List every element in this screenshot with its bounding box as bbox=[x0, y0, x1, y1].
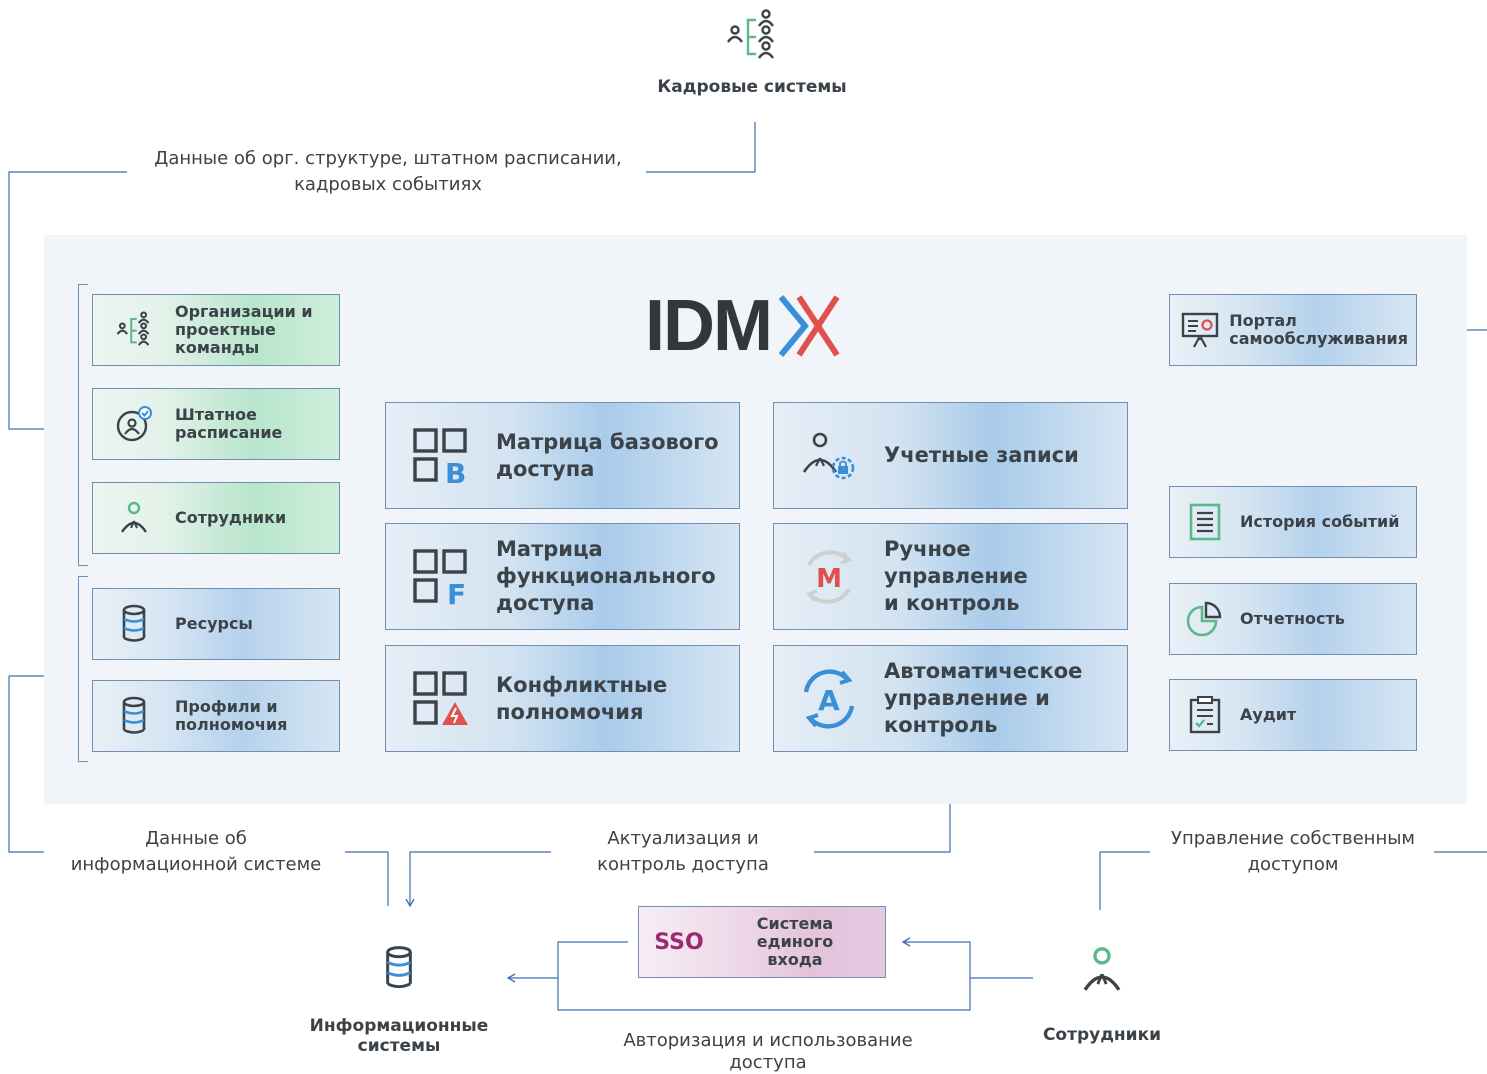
card-self-service-portal[interactable]: Портал самообслуживания bbox=[1169, 294, 1417, 366]
idm-logo: IDM bbox=[645, 290, 865, 362]
cycle-letter: A bbox=[818, 684, 840, 717]
presentation-icon bbox=[1181, 312, 1218, 348]
card-auto-control[interactable]: A Автоматическое управление и контроль bbox=[773, 645, 1128, 752]
employees-label: Сотрудники bbox=[1042, 1025, 1162, 1045]
is-data-label: Данные об информационной системе bbox=[70, 828, 322, 875]
card-manual-control[interactable]: M Ручное управление и контроль bbox=[773, 523, 1128, 630]
database-icon bbox=[386, 946, 412, 989]
card-label: Аудит bbox=[1240, 705, 1297, 724]
logo-x-mark bbox=[778, 295, 840, 357]
card-label: Портал самообслуживания bbox=[1229, 311, 1408, 348]
user-lock-icon bbox=[802, 432, 855, 479]
org-teams-icon bbox=[727, 9, 774, 59]
card-label: Автоматическое управление и контроль bbox=[884, 659, 1083, 737]
employees-node bbox=[1078, 944, 1126, 996]
matrix-f-icon: F bbox=[413, 548, 467, 606]
auto-cycle-icon: A bbox=[803, 669, 855, 728]
card-label: Ресурсы bbox=[175, 614, 253, 633]
matrix-letter: B bbox=[445, 457, 466, 485]
info-systems-node bbox=[382, 944, 416, 992]
hr-systems-label: Кадровые системы bbox=[657, 77, 847, 97]
employee-icon bbox=[1083, 947, 1121, 991]
manual-cycle-icon: M bbox=[805, 549, 853, 604]
card-profiles[interactable]: Профили и полномочия bbox=[92, 680, 340, 752]
card-conflict-permissions[interactable]: Конфликтные полномочия bbox=[385, 645, 740, 752]
hr-systems-node bbox=[720, 6, 784, 66]
card-functional-access-matrix[interactable]: F Матрица функционального доступа bbox=[385, 523, 740, 630]
authorization-label: Авторизация и использование доступа bbox=[623, 1030, 913, 1073]
matrix-b-icon: B bbox=[413, 427, 467, 485]
card-event-history[interactable]: История событий bbox=[1169, 486, 1417, 558]
logo-text: IDM bbox=[645, 286, 773, 366]
card-resources[interactable]: Ресурсы bbox=[92, 588, 340, 660]
card-sso[interactable]: SSO Система единого входа bbox=[638, 906, 886, 978]
left-bracket-top bbox=[78, 284, 88, 566]
card-reports[interactable]: Отчетность bbox=[1169, 583, 1417, 655]
card-label: Организации и проектные команды bbox=[175, 302, 313, 357]
pie-chart-icon bbox=[1186, 601, 1222, 637]
org-data-label: Данные об орг. структуре, штатном распис… bbox=[154, 148, 622, 195]
checklist-icon bbox=[1189, 696, 1221, 734]
card-employees[interactable]: Сотрудники bbox=[92, 482, 340, 554]
self-service-label: Управление собственным доступом bbox=[1170, 828, 1416, 875]
document-list-icon bbox=[1189, 503, 1221, 541]
card-label: Отчетность bbox=[1240, 609, 1345, 628]
card-audit[interactable]: Аудит bbox=[1169, 679, 1417, 751]
org-teams-icon bbox=[116, 311, 150, 346]
card-label: Матрица базового доступа bbox=[496, 429, 719, 481]
employee-icon bbox=[121, 501, 147, 533]
matrix-conflict-icon bbox=[413, 670, 468, 725]
card-label: Ручное управление и контроль bbox=[884, 537, 1028, 615]
actualize-label: Актуализация и контроль доступа bbox=[597, 828, 769, 875]
card-label: Конфликтные полномочия bbox=[496, 672, 668, 724]
card-accounts[interactable]: Учетные записи bbox=[773, 402, 1128, 509]
card-staff-schedule[interactable]: Штатное расписание bbox=[92, 388, 340, 460]
database-icon bbox=[122, 604, 146, 642]
card-label: Учетные записи bbox=[884, 443, 1079, 467]
card-label: Профили и полномочия bbox=[175, 697, 288, 734]
sso-label: Система единого входа bbox=[756, 914, 834, 969]
cycle-letter: M bbox=[816, 564, 842, 594]
sso-badge: SSO bbox=[654, 929, 704, 955]
card-label: Матрица функционального доступа bbox=[496, 537, 716, 615]
card-label: Штатное расписание bbox=[175, 405, 283, 442]
card-label: История событий bbox=[1240, 512, 1400, 531]
card-org-teams[interactable]: Организации и проектные команды bbox=[92, 294, 340, 366]
matrix-letter: F bbox=[447, 578, 466, 606]
info-systems-label: Информационные системы bbox=[309, 1016, 489, 1056]
left-bracket-bottom bbox=[78, 576, 88, 762]
card-label: Сотрудники bbox=[175, 508, 287, 527]
database-icon bbox=[122, 696, 146, 734]
staff-schedule-icon bbox=[116, 406, 152, 442]
card-basic-access-matrix[interactable]: B Матрица базового доступа bbox=[385, 402, 740, 509]
